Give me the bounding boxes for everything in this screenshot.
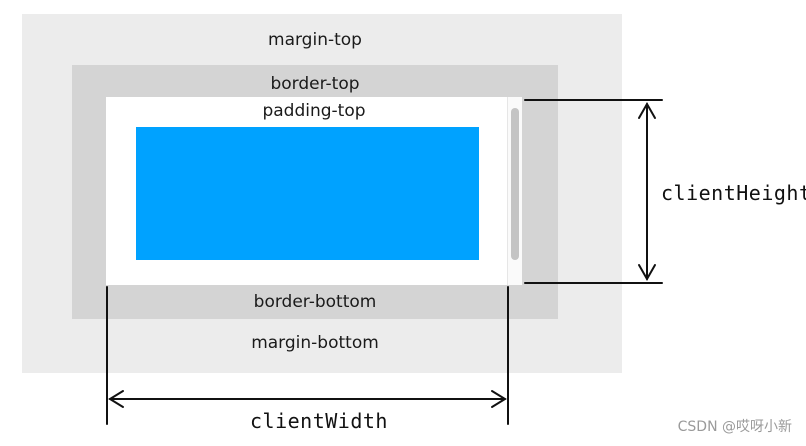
watermark-text: CSDN @哎呀小新: [677, 419, 792, 435]
client-width-label: clientWidth: [250, 409, 388, 433]
content-box: [136, 127, 479, 260]
client-height-label: clientHeight: [661, 181, 806, 205]
scrollbar-thumb[interactable]: [511, 108, 519, 260]
double-arrow-vertical-icon: [638, 101, 656, 282]
double-arrow-horizontal-icon: [108, 390, 507, 408]
border-top-label: border-top: [270, 74, 360, 94]
margin-top-label: margin-top: [268, 30, 362, 50]
padding-top-label: padding-top: [262, 101, 366, 121]
border-bottom-label: border-bottom: [253, 292, 377, 312]
margin-bottom-label: margin-bottom: [251, 333, 379, 353]
